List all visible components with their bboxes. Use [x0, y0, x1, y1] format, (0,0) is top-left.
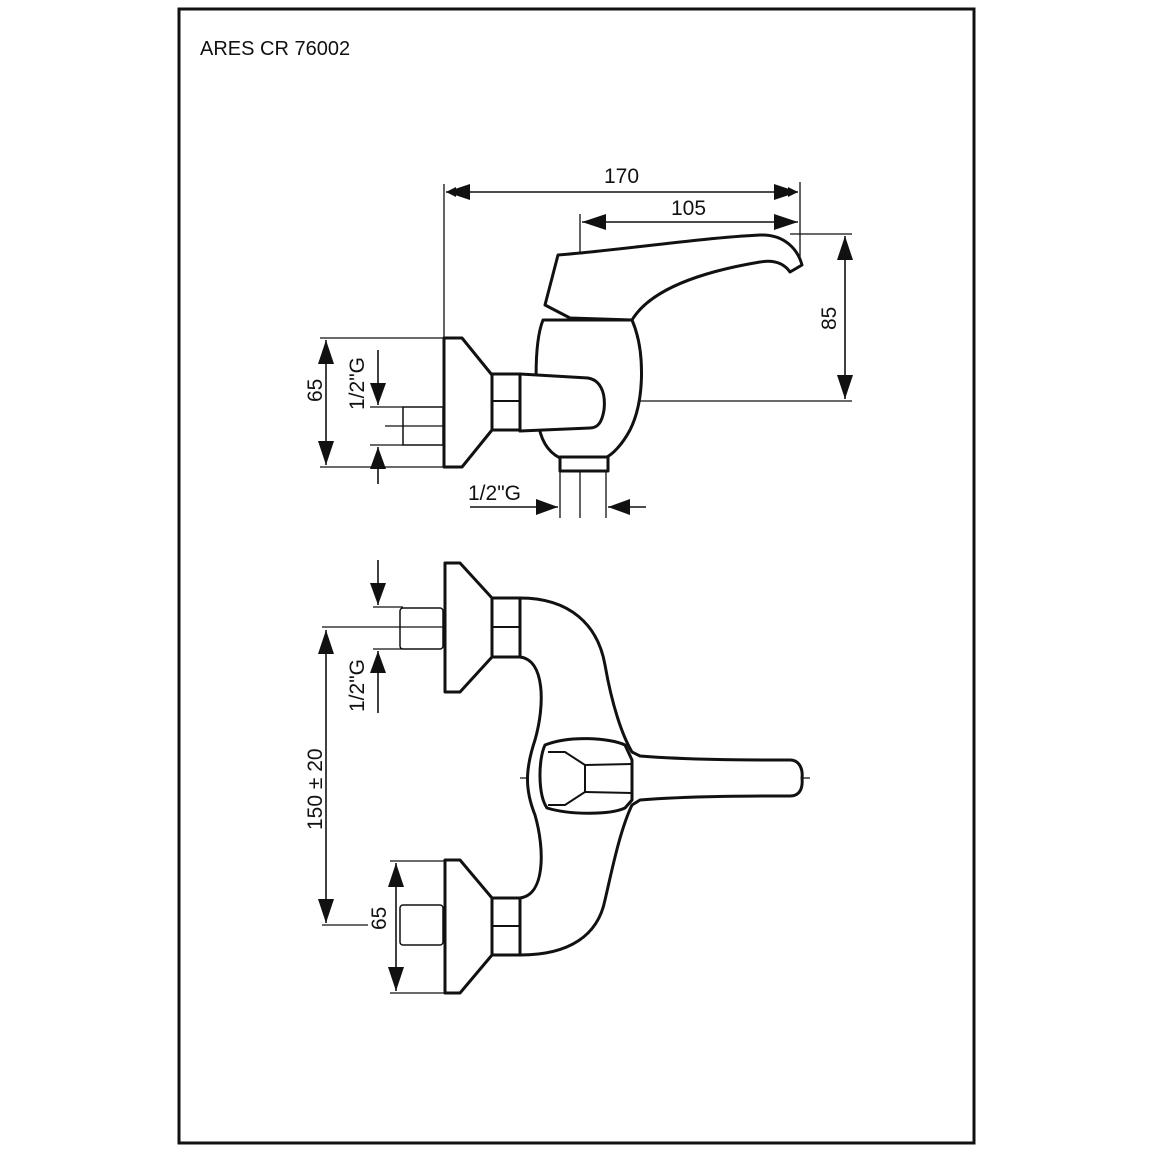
- dimension-front-inlet-thread: 1/2"G: [346, 560, 386, 713]
- drawing-frame: [177, 7, 976, 1145]
- front-view: 1/2"G 150 ± 20 65: [304, 560, 810, 995]
- dimension-170: 170: [446, 165, 798, 200]
- dim-label-outlet-thread: 1/2"G: [468, 482, 521, 505]
- dimension-inlet-thread: 1/2"G: [346, 350, 386, 484]
- dim-label-inlet-thread: 1/2"G: [346, 357, 369, 410]
- drawing-title: ARES CR 76002: [200, 38, 350, 60]
- dim-label-105: 105: [671, 197, 706, 220]
- dim-label-150: 150 ± 20: [304, 748, 327, 830]
- dim-label-170: 170: [604, 165, 639, 188]
- dimension-85: 85: [818, 236, 853, 399]
- faucet-front-outline: [399, 561, 804, 995]
- dimension-65-front: 65: [368, 863, 404, 991]
- dim-label-front-65: 65: [368, 907, 391, 930]
- dim-label-front-inlet-thread: 1/2"G: [346, 659, 369, 712]
- dimension-outlet-thread: 1/2"G: [468, 482, 646, 515]
- dimension-65-top: 65: [304, 340, 334, 465]
- faucet-side-outline: [385, 233, 804, 473]
- side-view: 170 105 85 65 1/2"G: [304, 165, 853, 518]
- dimension-150: 150 ± 20: [304, 630, 334, 923]
- dim-label-65: 65: [304, 379, 327, 402]
- dim-label-85: 85: [818, 307, 841, 330]
- dimension-105: 105: [582, 197, 798, 230]
